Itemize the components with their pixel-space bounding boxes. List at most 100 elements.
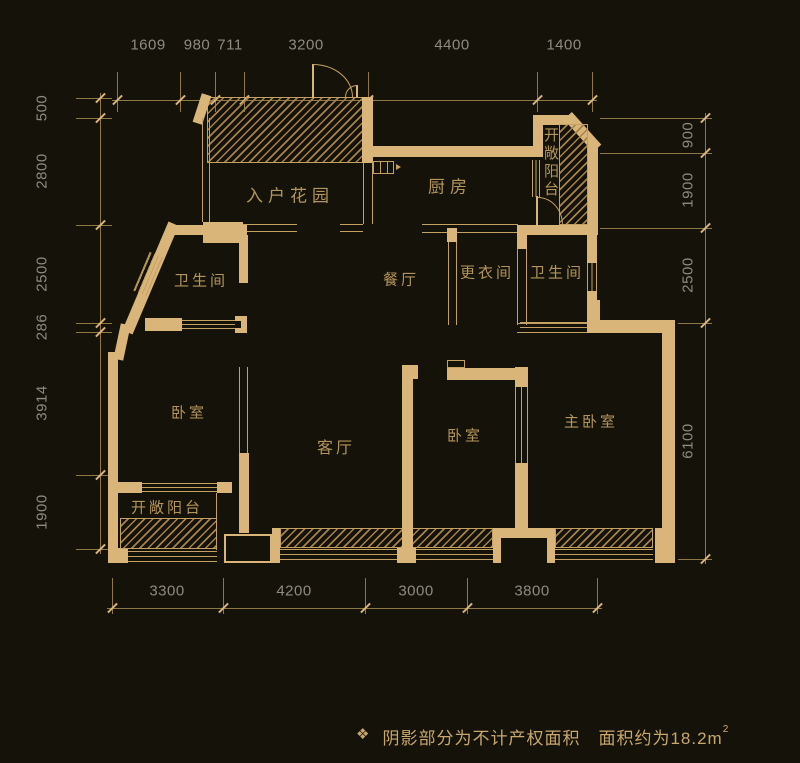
room-label-balcony-top: 开敞阳台	[542, 127, 559, 199]
dim-ext	[215, 72, 216, 112]
dim-label-right: 900	[679, 121, 697, 149]
wall-segment	[517, 225, 598, 235]
wall-segment	[533, 115, 543, 157]
dim-ext	[597, 578, 598, 614]
dim-ext	[76, 332, 112, 333]
wall-thin	[422, 224, 518, 233]
dim-ext	[244, 72, 245, 112]
dim-label-bottom: 3300	[149, 582, 185, 600]
diamond-marker-icon: ❖	[356, 726, 371, 743]
dim-label-right: 1900	[679, 172, 697, 208]
dim-line-right	[705, 113, 706, 564]
bottom-rail-lines	[555, 549, 653, 561]
dim-label-left: 1900	[33, 494, 51, 530]
room-label-bath-left: 卫生间	[173, 272, 229, 290]
wall-segment	[588, 300, 600, 322]
dim-label-bottom: 3800	[514, 582, 550, 600]
dim-ext	[117, 72, 118, 112]
wall-segment	[362, 97, 373, 163]
dim-ext	[223, 578, 224, 614]
dim-ext	[76, 225, 112, 226]
dim-ext	[76, 98, 112, 99]
dim-ext	[600, 228, 712, 229]
dim-ext	[76, 475, 112, 476]
entry-garden-hatch-area	[207, 97, 363, 163]
balcony-door-leaf	[536, 196, 538, 225]
wall-segment	[517, 225, 527, 249]
dim-label-left: 2500	[33, 256, 51, 292]
room-label-dressing: 更衣间	[459, 264, 515, 282]
wall-segment	[108, 548, 128, 563]
arrow-icon	[396, 164, 401, 170]
kitchen-shaft-icon	[372, 161, 394, 174]
wall-segment	[447, 228, 457, 242]
wall-segment	[533, 115, 571, 125]
window	[142, 483, 217, 492]
wall-segment	[587, 235, 597, 263]
dim-label-bottom: 3000	[398, 582, 434, 600]
window	[532, 160, 540, 197]
window	[182, 320, 235, 329]
room-label-kitchen: 厨房	[428, 177, 472, 197]
wall-thin	[448, 242, 457, 325]
dim-label-left: 500	[33, 94, 51, 122]
footer-area-superscript: 2	[722, 724, 729, 735]
dim-ext	[76, 118, 112, 119]
dim-label-right: 6100	[679, 423, 697, 459]
room-label-bath-right: 卫生间	[529, 264, 585, 282]
wall-thin	[520, 322, 587, 328]
wall-segment	[239, 235, 248, 283]
dim-label-left: 3914	[33, 385, 51, 421]
wall-thin	[340, 224, 363, 232]
dim-ext	[600, 153, 712, 154]
wall-segment	[402, 367, 413, 553]
entry-door-swing-arc	[345, 85, 357, 97]
wall-segment	[493, 538, 501, 563]
wall-segment	[447, 368, 520, 380]
wall-segment	[145, 318, 182, 331]
room-label-bedroom-left: 卧室	[170, 404, 208, 422]
room-label-living: 客厅	[316, 440, 356, 457]
balcony-bottom-hatch-area	[120, 518, 217, 549]
dim-label-right: 2500	[679, 257, 697, 293]
room-label-balcony-bottom: 开敞阳台	[130, 499, 204, 517]
room-label-master-bedroom: 主卧室	[563, 413, 619, 431]
wall-cap-notch	[235, 321, 241, 328]
dim-ext	[678, 559, 712, 560]
window	[515, 387, 528, 463]
wall-thin	[243, 224, 297, 232]
wall-segment	[547, 538, 555, 563]
dim-ext	[112, 578, 113, 614]
dim-label-left: 2800	[33, 153, 51, 189]
dim-ext	[368, 72, 369, 112]
balcony-top-hatch-area	[559, 124, 588, 225]
wall-thin	[447, 360, 465, 368]
dim-ext	[592, 72, 593, 112]
dim-ext	[180, 72, 181, 112]
wall-segment	[239, 453, 249, 533]
dim-line-bottom	[107, 608, 602, 609]
wall-segment	[515, 367, 528, 387]
window	[587, 263, 597, 291]
wall-segment	[662, 320, 675, 563]
dim-label-top: 1400	[546, 36, 582, 54]
wall-thin	[517, 323, 587, 333]
wall-segment	[173, 225, 247, 235]
dim-ext	[600, 118, 712, 119]
wall-segment	[272, 528, 280, 563]
wall-thin	[517, 249, 527, 325]
dim-label-top: 980	[183, 36, 211, 54]
footer-note: ❖ 阴影部分为不计产权面积 面积约为18.2m 2	[356, 724, 728, 749]
room-label-entry-garden: 入户花园	[246, 186, 334, 206]
dim-ext	[365, 578, 366, 614]
wall-segment	[108, 482, 142, 493]
dim-label-top: 3200	[288, 36, 324, 54]
dim-label-top: 4400	[434, 36, 470, 54]
wall-thin	[239, 367, 248, 453]
dim-ext	[76, 323, 112, 324]
dim-ext	[76, 549, 112, 550]
dim-ext	[678, 323, 712, 324]
entry-door-leaf	[356, 85, 358, 97]
dim-ext	[537, 72, 538, 112]
